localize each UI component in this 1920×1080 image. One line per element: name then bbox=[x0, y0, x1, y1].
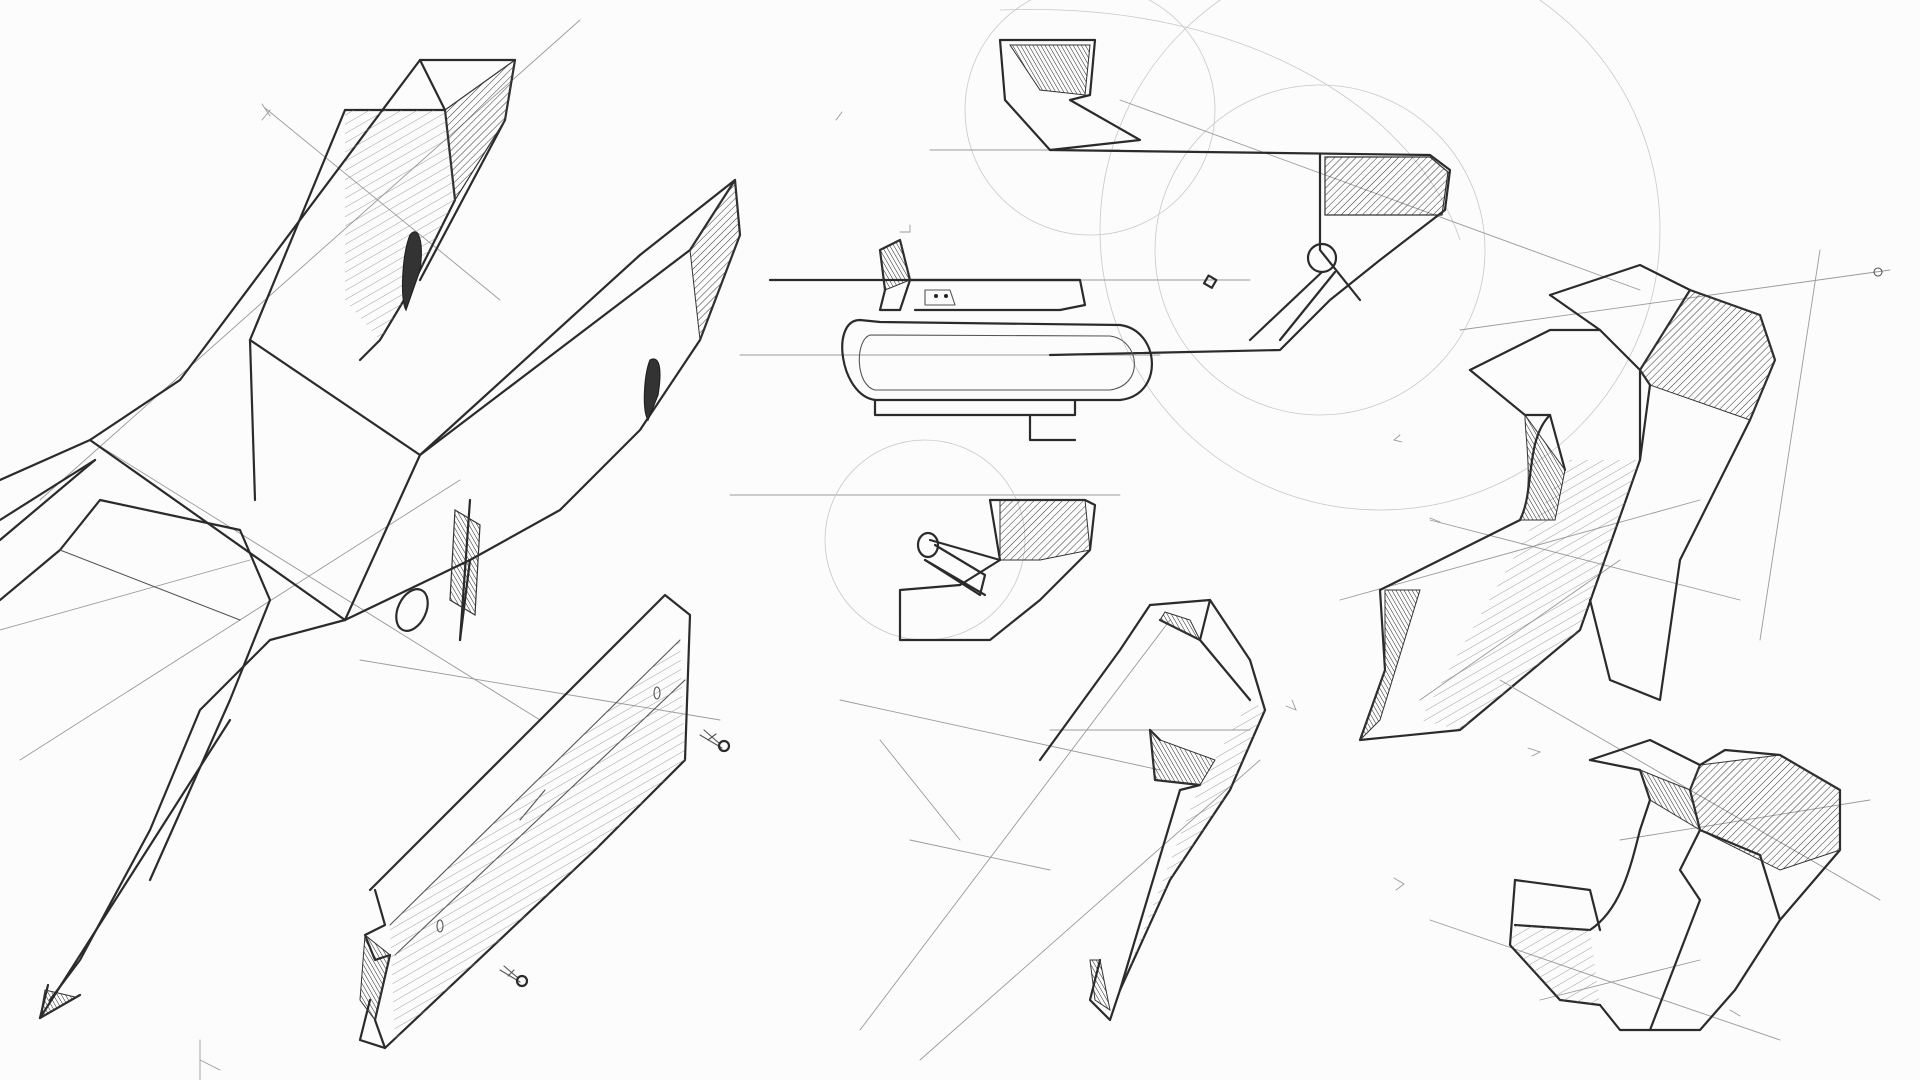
sketch-center-bottom-bracket bbox=[839, 598, 1297, 1061]
screw-icon bbox=[699, 729, 731, 753]
screw-icon bbox=[499, 965, 529, 988]
sketch-right-top-bracket bbox=[1339, 249, 1891, 757]
sketch-center-side-view bbox=[729, 0, 1661, 642]
sketch-right-bottom-bracket bbox=[1393, 679, 1881, 1041]
sketch-side-plate bbox=[358, 593, 731, 1050]
sketch-left-large-bracket bbox=[0, 19, 742, 1080]
